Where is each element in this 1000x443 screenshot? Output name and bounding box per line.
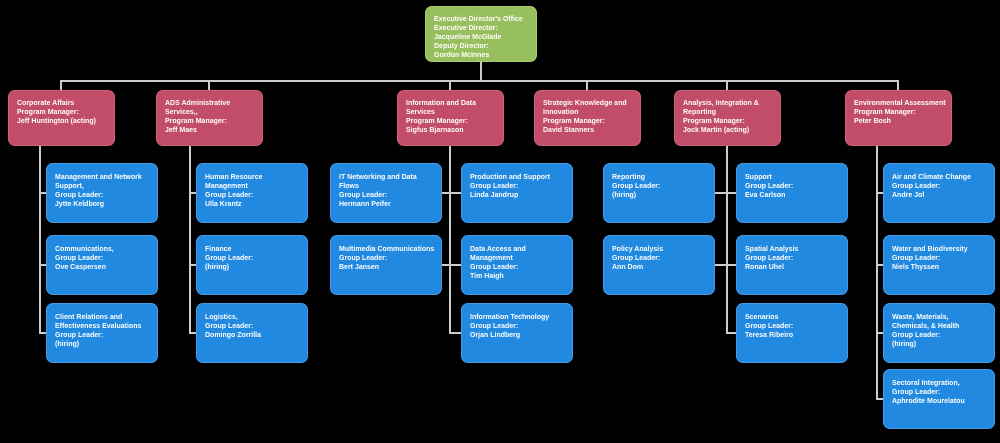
connector-stub	[442, 192, 451, 194]
org-node-human-resource-management: Human Resource Management Group Leader: …	[196, 163, 308, 223]
connector-spine-ads-services	[189, 146, 191, 334]
org-node-environmental-assessment: Environmental Assessment Program Manager…	[845, 90, 952, 146]
org-node-waste-materials-chemicals-health: Waste, Materials, Chemicals, & Health Gr…	[883, 303, 995, 363]
connector-drop-information-data	[449, 80, 451, 90]
connector-stub	[39, 264, 47, 266]
connector-drop-environmental-assessment	[897, 80, 899, 90]
connector-stub	[442, 264, 451, 266]
org-node-executive-directors-office: Executive Director's Office Executive Di…	[425, 6, 537, 62]
org-node-information-technology: Information Technology Group Leader: Orj…	[461, 303, 573, 363]
connector-root-drop	[480, 62, 482, 82]
org-node-strategic-knowledge-innovation: Strategic Knowledge and Innovation Progr…	[534, 90, 641, 146]
connector-stub	[449, 332, 461, 334]
connector-stub	[39, 192, 47, 194]
connector-stub	[726, 332, 736, 334]
connector-spine-corporate-affairs	[39, 146, 41, 334]
connector-spine-information-data	[449, 146, 451, 334]
connector-stub	[449, 264, 461, 266]
org-node-information-and-data-services: Information and Data Services Program Ma…	[397, 90, 504, 146]
org-node-client-relations-effectiveness: Client Relations and Effectiveness Evalu…	[46, 303, 158, 363]
connector-stub	[876, 332, 883, 334]
connector-stub	[189, 192, 197, 194]
connector-stub	[876, 192, 883, 194]
org-node-spatial-analysis: Spatial Analysis Group Leader: Ronan Uhe…	[736, 235, 848, 295]
connector-stub	[715, 192, 728, 194]
org-node-logistics: Logistics, Group Leader: Domingo Zorrill…	[196, 303, 308, 363]
org-node-data-access-management: Data Access and Management Group Leader:…	[461, 235, 573, 295]
connector-stub	[39, 332, 47, 334]
connector-stub	[715, 264, 728, 266]
connector-stub	[876, 398, 883, 400]
org-node-analysis-integration-reporting: Analysis, Integration & Reporting Progra…	[674, 90, 781, 146]
connector-drop-analysis-reporting	[726, 80, 728, 90]
org-node-production-and-support: Production and Support Group Leader: Lin…	[461, 163, 573, 223]
org-node-air-and-climate-change: Air and Climate Change Group Leader: And…	[883, 163, 995, 223]
connector-stub	[449, 192, 461, 194]
org-node-sectoral-integration: Sectoral Integration, Group Leader: Aphr…	[883, 369, 995, 429]
connector-stub	[726, 192, 736, 194]
org-node-policy-analysis: Policy Analysis Group Leader: Ann Dom	[603, 235, 715, 295]
org-node-reporting: Reporting Group Leader: (hiring)	[603, 163, 715, 223]
connector-stub	[189, 264, 197, 266]
connector-drop-ads-services	[208, 80, 210, 90]
connector-spine-analysis-reporting	[726, 146, 728, 334]
connector-drop-strategic-knowledge	[586, 80, 588, 90]
org-node-corporate-affairs: Corporate Affairs Program Manager: Jeff …	[8, 90, 115, 146]
org-node-management-and-network-support: Management and Network Support, Group Le…	[46, 163, 158, 223]
org-node-communications: Communications, Group Leader: Ove Casper…	[46, 235, 158, 295]
org-node-multimedia-communications: Multimedia Communications Group Leader: …	[330, 235, 442, 295]
org-node-ads-administrative-services: ADS Administrative Services,, Program Ma…	[156, 90, 263, 146]
connector-stub	[876, 264, 883, 266]
connector-spine-environmental-assessment	[876, 146, 878, 400]
org-node-support: Support Group Leader: Eva Carlson	[736, 163, 848, 223]
connector-program-rail	[60, 80, 899, 82]
connector-stub	[189, 332, 197, 334]
connector-drop-corporate-affairs	[60, 80, 62, 90]
org-node-finance: Finance Group Leader: (hiring)	[196, 235, 308, 295]
org-node-scenarios: Scenarios Group Leader: Teresa Ribeiro	[736, 303, 848, 363]
org-node-water-and-biodiversity: Water and Biodiversity Group Leader: Nie…	[883, 235, 995, 295]
connector-stub	[726, 264, 736, 266]
org-node-it-networking-data-flows: IT Networking and Data Flows Group Leade…	[330, 163, 442, 223]
